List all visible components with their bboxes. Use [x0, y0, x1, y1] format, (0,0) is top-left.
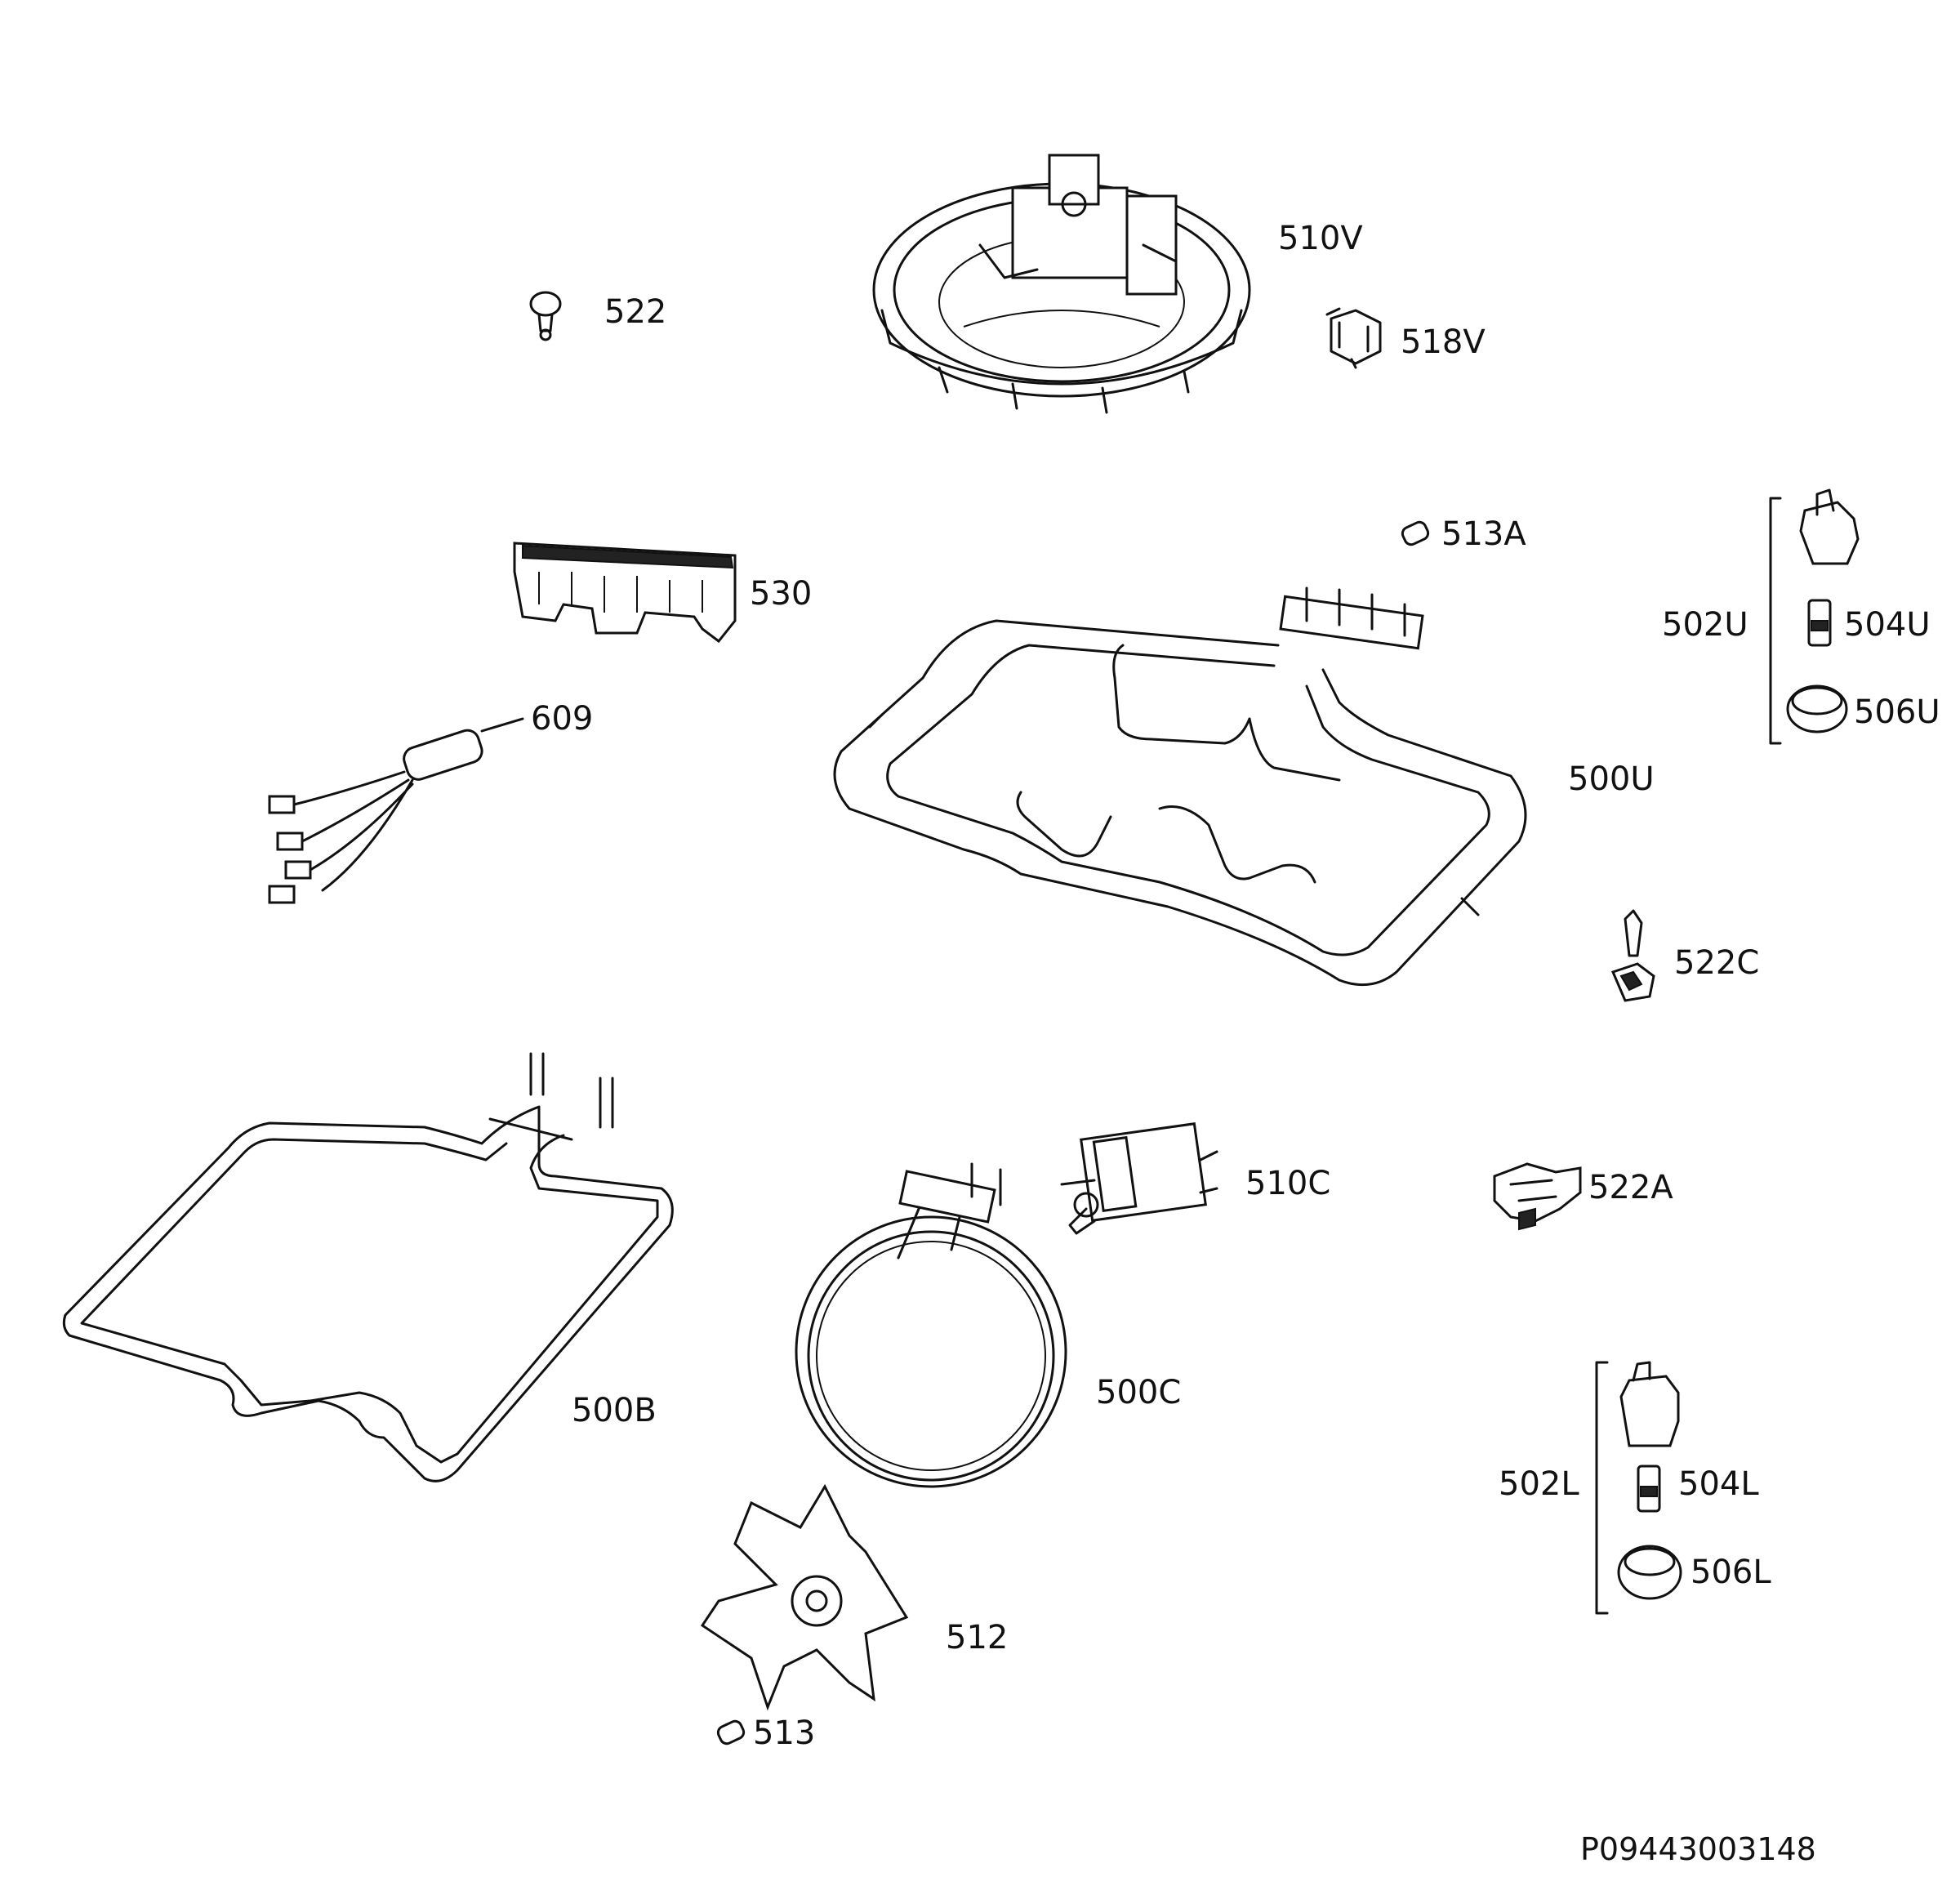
label-506L: 506L: [1690, 1554, 1771, 1591]
fan-blade-512: [700, 1483, 909, 1711]
label-506U: 506U: [1854, 693, 1940, 731]
clip-522: [529, 291, 562, 341]
bracket-518V: [1325, 307, 1382, 369]
bracket-502L: [1595, 1361, 1609, 1615]
sensor-clip-522C: [1610, 909, 1655, 1002]
lamp-holder-504U: [1799, 488, 1860, 647]
label-504L: 504L: [1678, 1465, 1759, 1503]
fan-motor-assembly-510V: [872, 154, 1251, 414]
label-500C: 500C: [1096, 1374, 1181, 1411]
lamp-cover-506U: [1786, 684, 1848, 733]
label-522C: 522C: [1674, 944, 1759, 982]
label-609: 609: [531, 700, 593, 738]
terminal-block-530: [513, 542, 737, 644]
bracket-522A: [1493, 1162, 1582, 1231]
bracket-502U: [1769, 497, 1782, 745]
label-513A: 513A: [1441, 515, 1526, 553]
label-504U: 504U: [1844, 606, 1931, 644]
label-513: 513: [753, 1714, 815, 1752]
heating-element-500U: [833, 586, 1527, 987]
heating-element-500C: [795, 1162, 1067, 1488]
label-518V: 518V: [1401, 323, 1486, 361]
nut-513A: [1401, 520, 1430, 546]
nut-513: [716, 1719, 746, 1745]
label-510C: 510C: [1245, 1165, 1330, 1202]
label-500U: 500U: [1568, 760, 1655, 798]
label-500B: 500B: [572, 1392, 657, 1429]
label-510V: 510V: [1278, 220, 1363, 257]
label-502L: 502L: [1499, 1465, 1579, 1503]
label-512: 512: [946, 1619, 1008, 1656]
label-530: 530: [750, 575, 812, 613]
label-522: 522: [604, 293, 666, 331]
lamp-cover-506L: [1617, 1545, 1682, 1600]
label-522A: 522A: [1588, 1169, 1673, 1206]
motor-510C: [1060, 1122, 1218, 1235]
drawing-code: P09443003148: [1580, 1831, 1816, 1867]
heating-element-500B: [62, 1052, 674, 1482]
label-502U: 502U: [1662, 606, 1748, 644]
wire-harness-609: [268, 717, 524, 904]
lamp-holder-504L: [1619, 1361, 1680, 1513]
